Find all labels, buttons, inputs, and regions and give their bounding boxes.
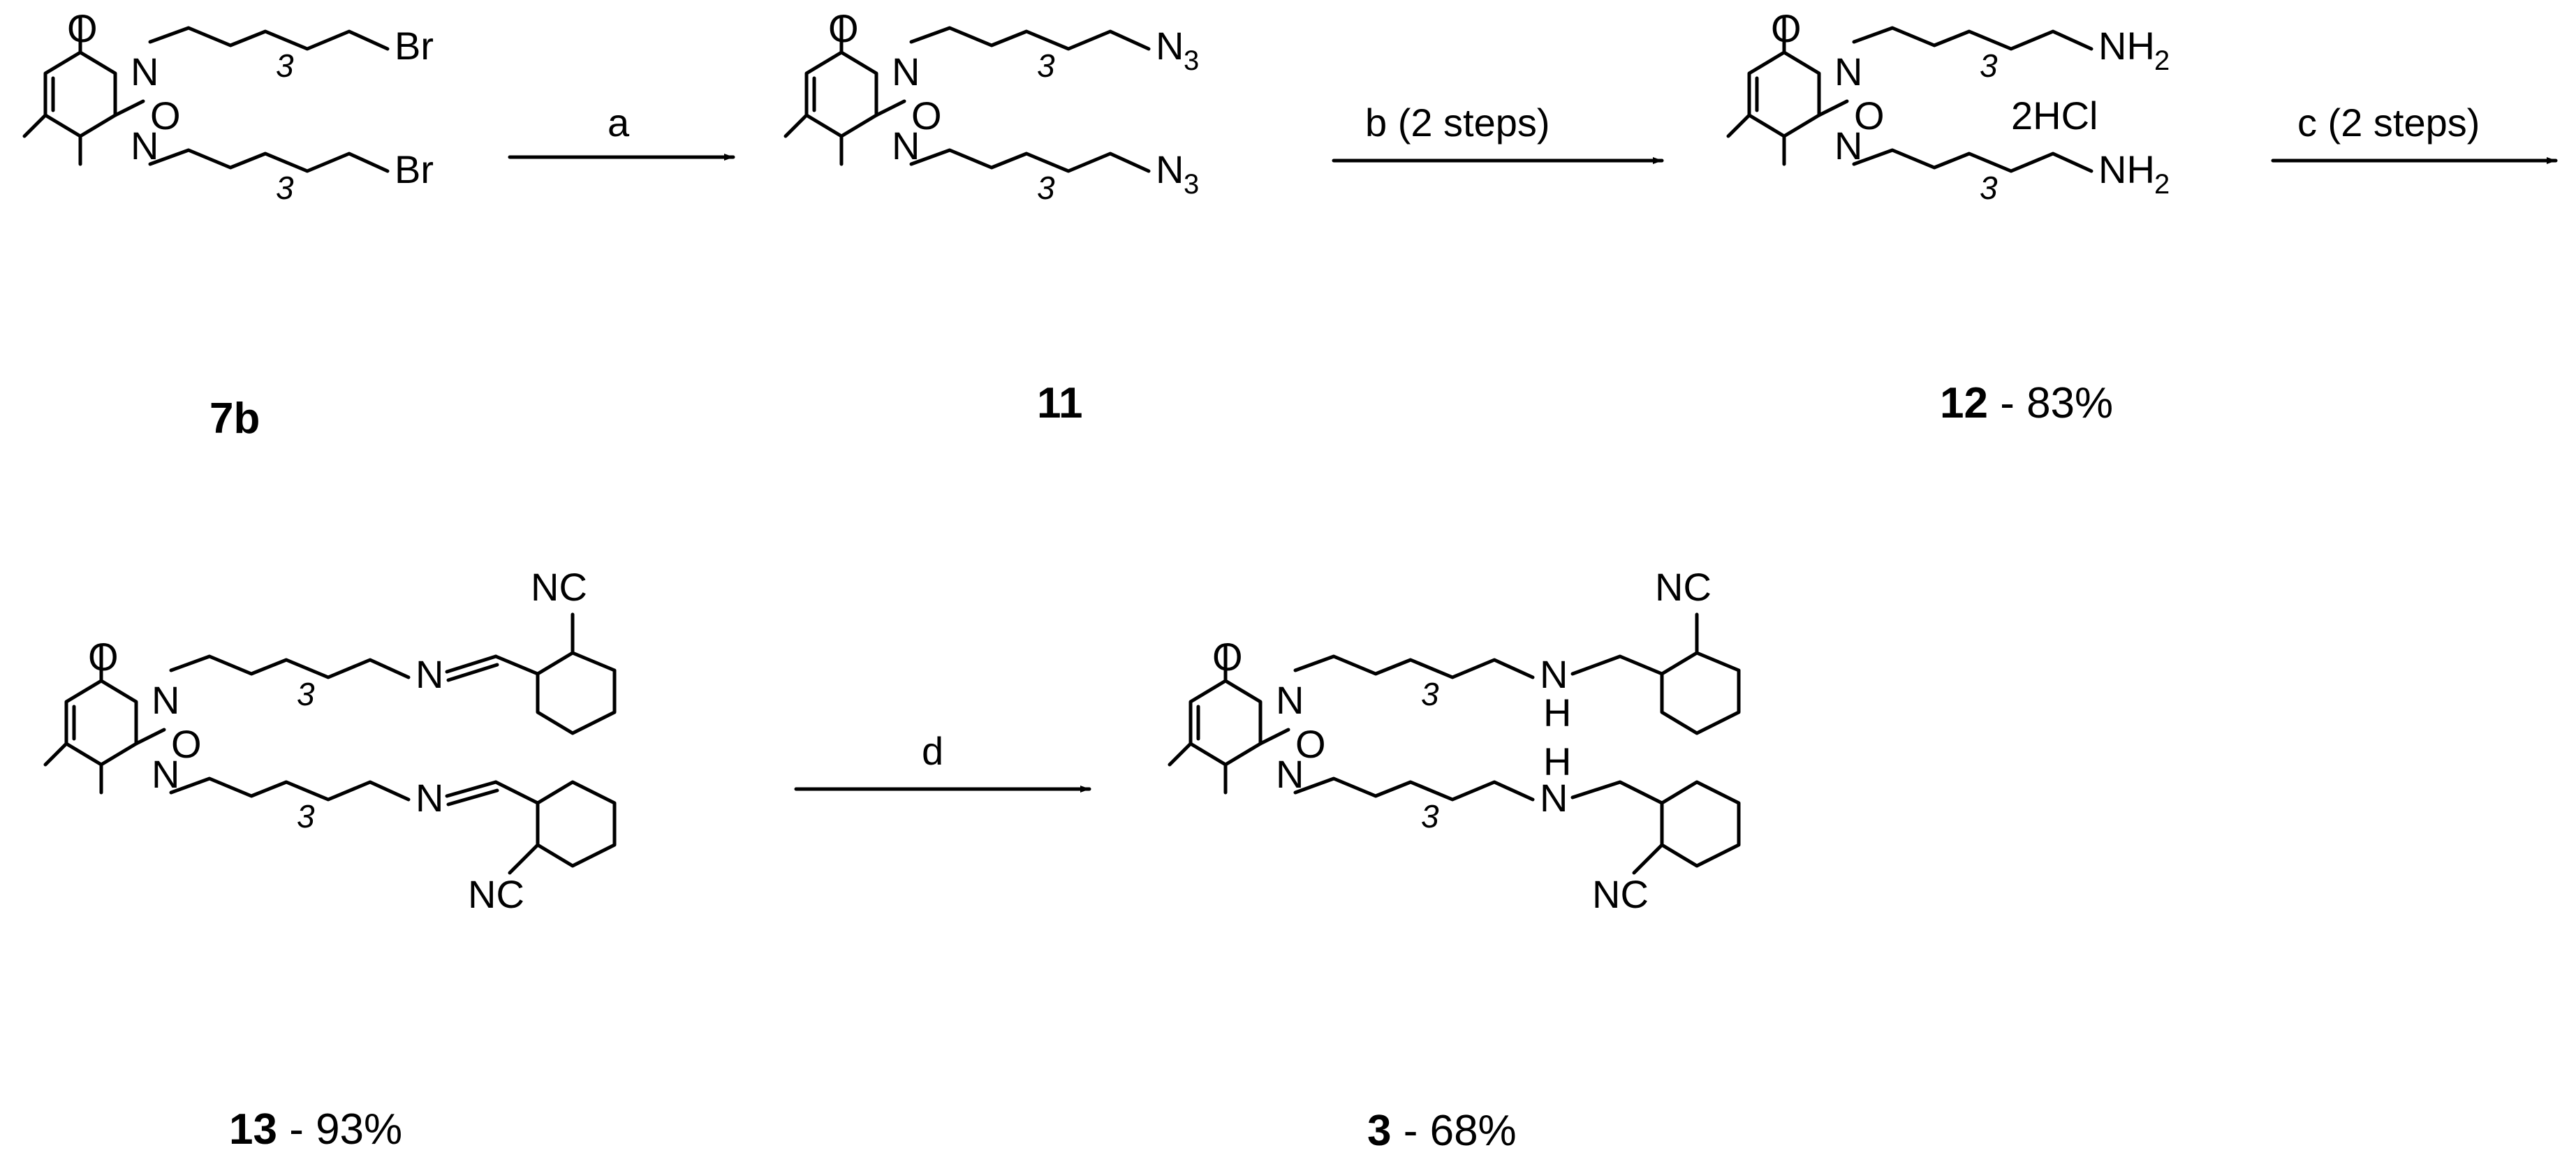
bromine-atom: Br bbox=[395, 24, 434, 68]
amine-hydrogen: H bbox=[1543, 691, 1571, 735]
azide-subscript: 3 bbox=[1184, 45, 1199, 76]
chain-count: 3 bbox=[1980, 47, 1998, 84]
nitrogen-atom: N bbox=[152, 752, 179, 796]
oxygen-atom: O bbox=[67, 6, 98, 50]
nitrogen-atom: N bbox=[1276, 752, 1304, 796]
oxygen-atom: O bbox=[911, 94, 942, 138]
condition-c: c (2 steps) bbox=[2297, 101, 2480, 145]
oxygen-atom: O bbox=[88, 635, 119, 679]
amine-hydrogen: H bbox=[1543, 739, 1571, 783]
nitrile-group: NC bbox=[531, 565, 587, 609]
condition-a: a bbox=[608, 101, 630, 145]
compound-label-11: 11 bbox=[1037, 379, 1083, 427]
chain-count: 3 bbox=[1037, 47, 1055, 84]
compound-label-7b: 7b bbox=[209, 395, 260, 443]
nitrogen-atom: N bbox=[1276, 678, 1304, 722]
chain-count: 3 bbox=[297, 676, 315, 712]
oxygen-atom: O bbox=[828, 6, 859, 50]
imine-nitrogen: N bbox=[415, 652, 443, 696]
chain-count: 3 bbox=[1421, 676, 1439, 712]
oxygen-atom: O bbox=[1295, 722, 1326, 766]
nitrogen-atom: N bbox=[131, 50, 159, 94]
chain-count: 3 bbox=[297, 798, 315, 834]
oxygen-atom: O bbox=[1771, 6, 1802, 50]
oxygen-atom: O bbox=[1212, 635, 1243, 679]
nitrogen-atom: N bbox=[1834, 50, 1862, 94]
compound-7b: O N O N 3 3 Br Br 7b bbox=[22, 6, 434, 443]
nitrogen-atom: N bbox=[1834, 124, 1862, 168]
compound-label-13: 13 - 93% bbox=[229, 1105, 402, 1154]
chain-count: 3 bbox=[1421, 798, 1439, 834]
bromine-atom: Br bbox=[395, 147, 434, 191]
nitrogen-atom: N bbox=[131, 124, 159, 168]
condition-b: b (2 steps) bbox=[1365, 101, 1550, 145]
nitrogen-atom: N bbox=[152, 678, 179, 722]
oxygen-atom: O bbox=[1854, 94, 1885, 138]
compound-11: O N O N 3 3 N 3 N 3 11 bbox=[783, 6, 1199, 427]
nitrile-group: NC bbox=[1655, 565, 1712, 609]
amine-subscript: 2 bbox=[2154, 45, 2170, 76]
azide-atom: N bbox=[1156, 147, 1184, 191]
amine-nitrogen: N bbox=[1540, 652, 1568, 696]
imine-nitrogen: N bbox=[415, 776, 443, 820]
azide-atom: N bbox=[1156, 24, 1184, 68]
compound-label-3: 3 - 68% bbox=[1367, 1107, 1517, 1155]
amine-nitrogen: N bbox=[1540, 776, 1568, 820]
compound-13: O N O N 3 3 N NC N NC 13 - 93% bbox=[43, 565, 617, 1154]
compound-label-12: 12 - 83% bbox=[1940, 379, 2113, 427]
compound-3: O N O N 3 3 N H NC N H NC 3 - 68% bbox=[1168, 565, 1741, 1155]
nitrile-group: NC bbox=[1592, 872, 1649, 916]
nitrile-group: NC bbox=[468, 872, 524, 916]
amine-subscript: 2 bbox=[2154, 169, 2170, 200]
nitrogen-atom: N bbox=[892, 124, 920, 168]
amine-atom: NH bbox=[2098, 24, 2155, 68]
azide-subscript: 3 bbox=[1184, 169, 1199, 200]
nitrogen-atom: N bbox=[892, 50, 920, 94]
oxygen-atom: O bbox=[171, 722, 202, 766]
chain-count: 3 bbox=[276, 47, 294, 84]
chain-count: 3 bbox=[1037, 170, 1055, 206]
oxygen-atom: O bbox=[150, 94, 181, 138]
chain-count: 3 bbox=[1980, 170, 1998, 206]
hcl-salt-label: 2HCl bbox=[2011, 94, 2098, 138]
compound-12: O N O N 3 3 NH 2 NH 2 2HCl 12 - 83% bbox=[1726, 6, 2170, 427]
amine-atom: NH bbox=[2098, 147, 2155, 191]
chain-count: 3 bbox=[276, 170, 294, 206]
condition-d: d bbox=[922, 729, 943, 773]
